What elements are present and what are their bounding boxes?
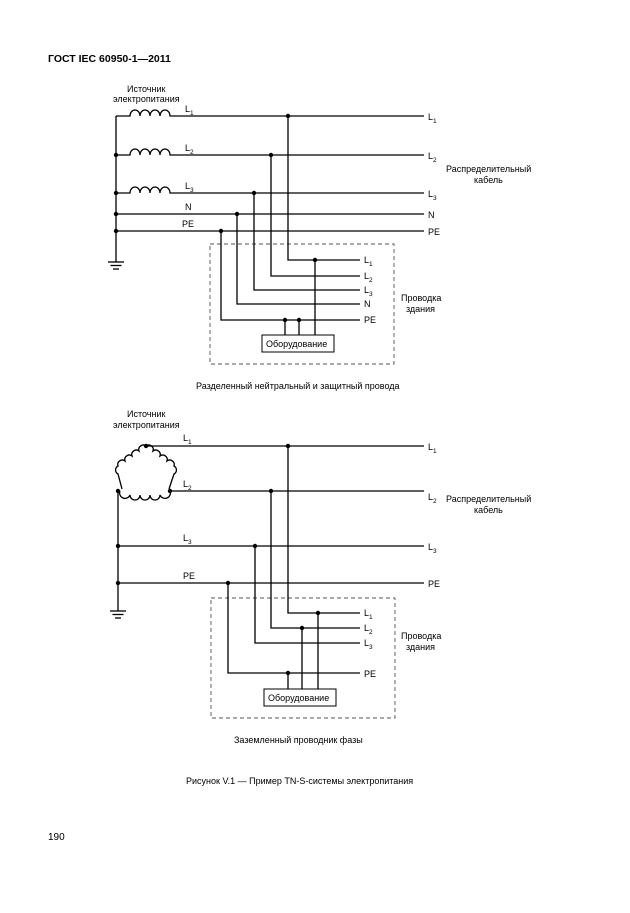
label-l2-right: L2 — [428, 151, 437, 164]
box-label-l3: L3 — [364, 285, 373, 298]
label-pe-right: PE — [428, 227, 440, 237]
source-winding-coils — [116, 109, 424, 194]
equipment-box-2 — [263, 688, 337, 707]
cable-label-line2: кабель — [474, 175, 503, 185]
label2-l2-right: L2 — [428, 492, 437, 505]
junction-dots-2 — [115, 443, 321, 676]
equipment2-label: Оборудование — [268, 693, 329, 703]
box2-label-l1: L1 — [364, 608, 373, 621]
label2-l2-left: L2 — [183, 479, 192, 492]
diagram-separated-neutral: Источник электропитания L1 L2 L3 N PE L1… — [108, 84, 531, 391]
label-n-right: N — [428, 210, 435, 220]
drop2-pe — [227, 583, 360, 674]
drop2-l3 — [254, 546, 360, 644]
cable2-label-line2: кабель — [474, 505, 503, 515]
box-label-l1: L1 — [364, 255, 373, 268]
figure-caption: Рисунок V.1 — Пример TN-S-системы электр… — [186, 776, 413, 786]
source-label-line2: электропитания — [113, 94, 180, 104]
diagram2-caption: Заземленный проводник фазы — [234, 735, 363, 745]
label-l3-left: L3 — [185, 181, 194, 194]
label2-l3-right: L3 — [428, 542, 437, 555]
building-wiring-box — [209, 243, 395, 365]
drop2-l1 — [287, 446, 360, 614]
diagram-earthed-phase: Источник электропитания L1 L2 L3 PE L1 L… — [110, 409, 531, 745]
label2-pe-left: PE — [183, 571, 195, 581]
label2-l3-left: L3 — [183, 533, 192, 546]
box-label-pe: PE — [364, 315, 376, 325]
label-l1-left: L1 — [185, 104, 194, 117]
label2-pe-right: PE — [428, 579, 440, 589]
drop-n — [236, 214, 360, 305]
box2-label-l3: L3 — [364, 638, 373, 651]
junction-dots — [113, 113, 318, 323]
wiring2-label-line1: Проводка — [401, 631, 441, 641]
source-label-line1: Источник — [127, 84, 165, 94]
box2-label-l2: L2 — [364, 623, 373, 636]
diagram1-caption: Разделенный нейтральный и защитный прово… — [196, 381, 400, 391]
drop-l2 — [270, 155, 360, 277]
ground-symbol-icon — [108, 261, 124, 270]
source2-label-line1: Источник — [127, 409, 165, 419]
page-number: 190 — [48, 832, 65, 843]
wiring-label-line2: здания — [406, 304, 435, 314]
label-pe-left: PE — [182, 219, 194, 229]
drop-pe — [220, 231, 360, 321]
label-l2-left: L2 — [185, 143, 194, 156]
equipment-box — [261, 334, 335, 353]
box-label-n: N — [364, 299, 371, 309]
label-l3-right: L3 — [428, 189, 437, 202]
source2-label-line2: электропитания — [113, 420, 180, 430]
drop-l3 — [253, 193, 360, 291]
box-label-l2: L2 — [364, 271, 373, 284]
drop2-l2 — [270, 491, 360, 629]
drop-l1 — [287, 116, 360, 261]
wiring2-label-line2: здания — [406, 642, 435, 652]
building-wiring-box-2 — [210, 597, 396, 719]
wiring-label-line1: Проводка — [401, 293, 441, 303]
label2-l1-left: L1 — [183, 433, 192, 446]
equipment-label: Оборудование — [266, 339, 327, 349]
document-header: ГОСТ IEC 60950-1—2011 — [48, 53, 171, 65]
label2-l1-right: L1 — [428, 442, 437, 455]
label-l1-right: L1 — [428, 112, 437, 125]
ground-symbol-2-icon — [110, 610, 126, 619]
label-n-left: N — [185, 202, 192, 212]
delta-winding-icon — [114, 444, 424, 501]
box2-label-pe: PE — [364, 669, 376, 679]
cable-label-line1: Распределительный — [446, 164, 531, 174]
cable2-label-line1: Распределительный — [446, 494, 531, 504]
